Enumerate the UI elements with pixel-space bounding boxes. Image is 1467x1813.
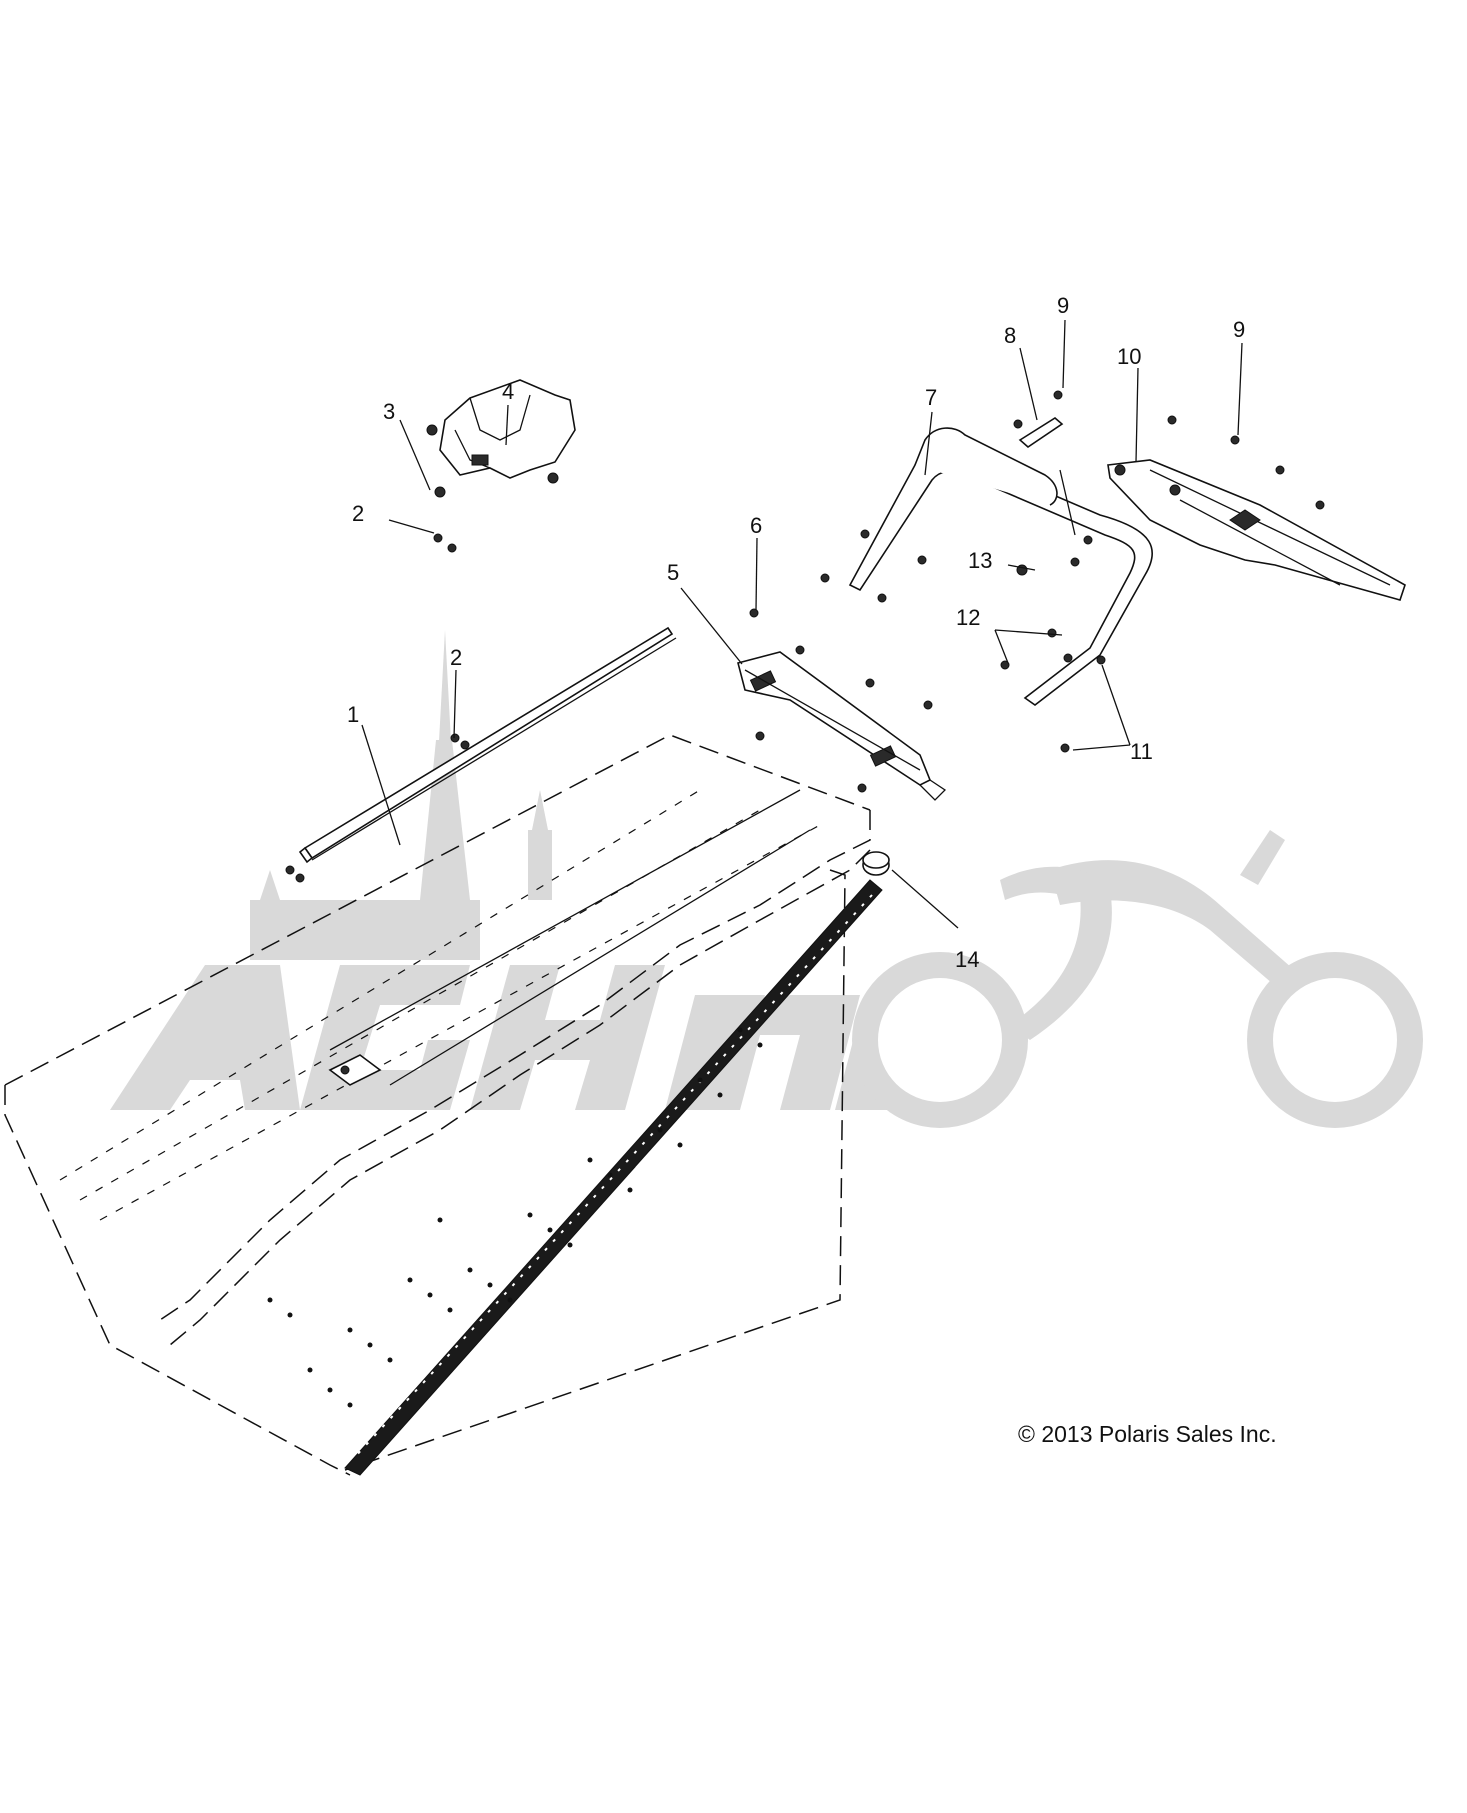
part-tunnel <box>4 734 871 1476</box>
part-rear-flap <box>1107 459 1406 601</box>
callout-14: 14 <box>955 947 979 972</box>
part-cover <box>426 379 576 484</box>
callout-labels: 1 2 2 3 4 5 6 7 8 9 9 10 11 12 13 14 <box>347 293 1245 972</box>
callout-3: 3 <box>383 399 395 424</box>
callout-5: 5 <box>667 560 679 585</box>
callout-6: 6 <box>750 513 762 538</box>
callout-11: 11 <box>1130 739 1153 764</box>
copyright-notice: © 2013 Polaris Sales Inc. <box>1018 1421 1277 1447</box>
callout-10: 10 <box>1117 344 1141 369</box>
callout-2: 2 <box>352 501 364 526</box>
callout-12: 12 <box>956 605 980 630</box>
leader-lines <box>361 319 1243 929</box>
callout-2: 2 <box>450 645 462 670</box>
watermark-logo <box>110 630 1423 1128</box>
part-grouser-strip <box>344 879 883 1476</box>
part-bushing <box>862 851 890 876</box>
callout-7: 7 <box>925 385 937 410</box>
callout-8: 8 <box>1004 323 1016 348</box>
part-tube-frame <box>848 427 1154 706</box>
callout-9: 9 <box>1057 293 1069 318</box>
part-bracket <box>737 651 947 801</box>
callout-4: 4 <box>502 379 514 404</box>
dot-field <box>267 1027 763 1408</box>
part-rail <box>298 626 677 864</box>
watermark-motorcycle <box>852 830 1423 1128</box>
callout-1: 1 <box>347 702 359 727</box>
part-plate <box>1018 417 1064 449</box>
callout-9: 9 <box>1233 317 1245 342</box>
callout-13: 13 <box>968 548 992 573</box>
fasteners <box>285 390 1325 883</box>
